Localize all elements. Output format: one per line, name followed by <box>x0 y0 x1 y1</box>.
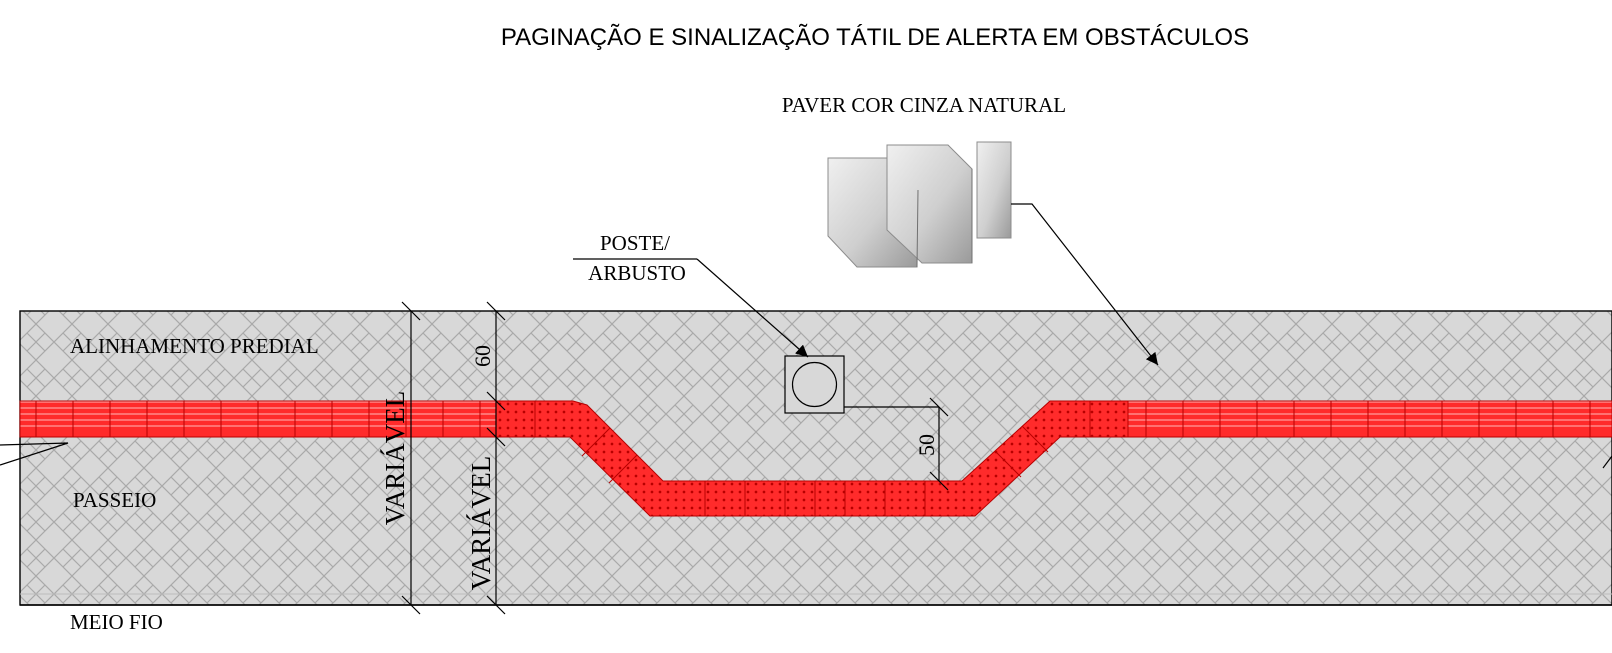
poste-leader-line <box>696 258 809 358</box>
arbusto-label: ARBUSTO <box>588 261 686 285</box>
paver-callout: PAVER COR CINZA NATURAL <box>782 93 1159 366</box>
dim-50-bottom-tick <box>929 471 949 491</box>
dim-60-mid-tick <box>486 391 506 411</box>
dim-50-top-tick <box>929 397 949 417</box>
zone-labels: ALINHAMENTO PREDIAL PASSEIO MEIO FIO <box>70 334 319 634</box>
drawing-title: PAGINAÇÃO E SINALIZAÇÃO TÁTIL DE ALERTA … <box>501 24 1249 51</box>
directional-tactile-left <box>19 400 497 438</box>
variavel-lower-top-tick <box>486 427 506 447</box>
variavel-full-dimension-text: VARIÁVEL <box>380 391 410 526</box>
alert-tile-joints <box>534 401 1091 516</box>
meio-fio-label: MEIO FIO <box>70 610 163 634</box>
dim-60-top-tick <box>486 301 506 321</box>
variavel-lower-dimension-text: VARIÁVEL <box>466 456 496 591</box>
variavel-full-bottom-tick <box>401 595 421 615</box>
variavel-lower-bottom-tick <box>486 595 506 615</box>
paver-blocks-icon <box>827 141 1012 268</box>
paver-leader-line <box>1011 203 1159 366</box>
directional-tactile-right <box>1127 400 1612 438</box>
obstacle <box>784 355 845 414</box>
right-cut-leader <box>1602 455 1612 469</box>
left-callout-arrow <box>0 442 69 466</box>
dimensions: VARIÁVEL 60 VARIÁVEL 50 <box>380 301 949 615</box>
paver-label: PAVER COR CINZA NATURAL <box>782 93 1066 117</box>
poste-label: POSTE/ <box>600 231 670 255</box>
dim-60-text: 60 <box>470 345 495 367</box>
variavel-full-top-tick <box>401 301 421 321</box>
passeio-label: PASSEIO <box>73 488 156 512</box>
poste-callout: POSTE/ ARBUSTO <box>573 231 809 358</box>
pole-circle <box>791 361 838 408</box>
dim-50-text: 50 <box>914 434 939 456</box>
alinhamento-predial-label: ALINHAMENTO PREDIAL <box>70 334 319 358</box>
